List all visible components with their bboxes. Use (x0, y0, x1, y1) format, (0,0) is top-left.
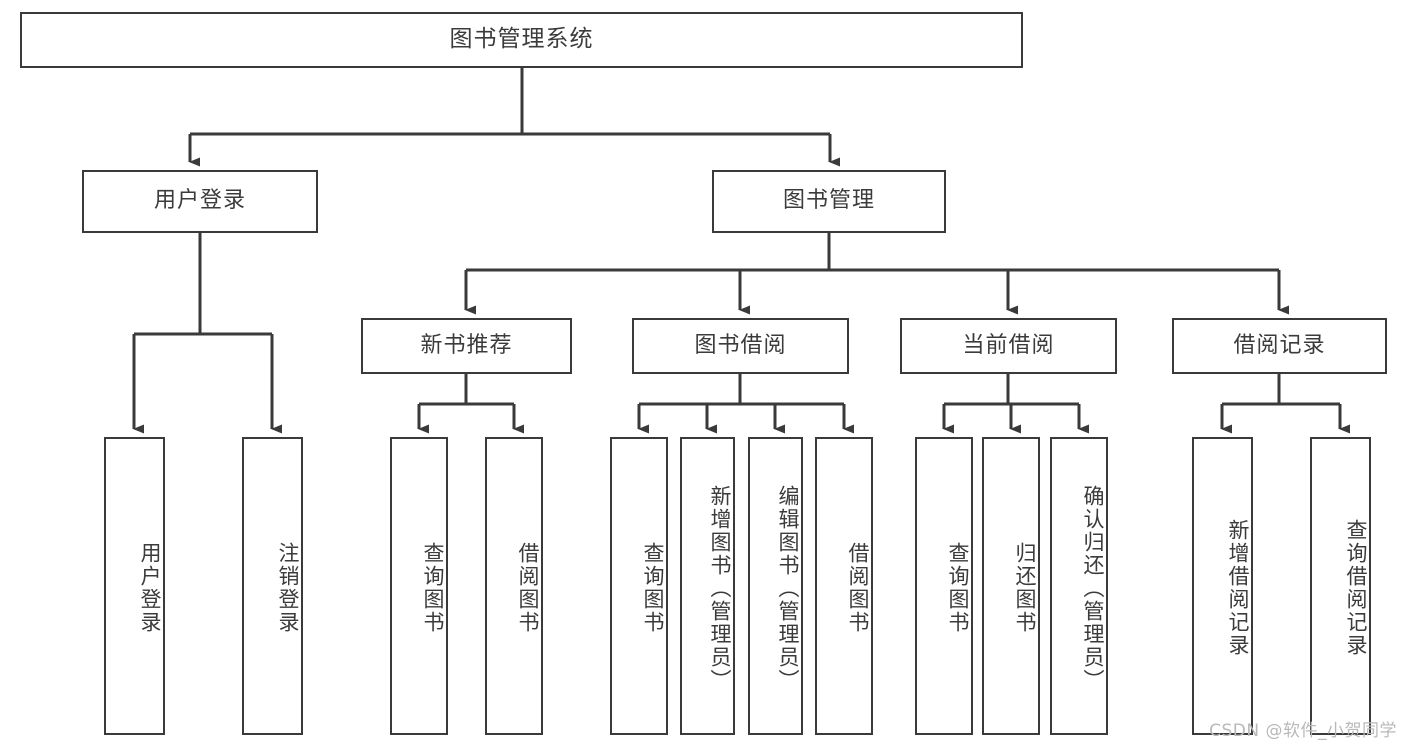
node-book-borrow[interactable]: 图书借阅 (632, 318, 849, 374)
leaf-label: 编辑图书（管理员） (776, 484, 800, 692)
leaf-label: 借阅图书 (516, 542, 540, 634)
leaf-label: 归还图书 (1013, 542, 1037, 634)
leaf-confirm-return-admin[interactable]: 确认归还（管理员） (1050, 437, 1108, 735)
leaf-label: 确认归还（管理员） (1081, 484, 1105, 692)
node-user-login[interactable]: 用户登录 (82, 170, 318, 233)
leaf-edit-book-admin[interactable]: 编辑图书（管理员） (748, 437, 803, 735)
leaf-label: 新增借阅记录 (1226, 519, 1250, 657)
leaf-borrow-book[interactable]: 借阅图书 (815, 437, 873, 735)
leaf-label: 用户登录 (138, 542, 162, 634)
leaf-query-borrow-record[interactable]: 查询借阅记录 (1310, 437, 1371, 735)
leaf-label: 查询借阅记录 (1344, 519, 1368, 657)
leaf-query-book-newbook[interactable]: 查询图书 (390, 437, 448, 735)
leaf-label: 借阅图书 (846, 542, 870, 634)
leaf-logout[interactable]: 注销登录 (242, 437, 303, 735)
leaf-label: 查询图书 (946, 542, 970, 634)
leaf-label: 查询图书 (421, 542, 445, 634)
node-book-management[interactable]: 图书管理 (712, 170, 946, 233)
leaf-label: 注销登录 (276, 542, 300, 634)
leaf-borrow-book-newbook[interactable]: 借阅图书 (485, 437, 543, 735)
leaf-query-book-borrow[interactable]: 查询图书 (610, 437, 668, 735)
csdn-watermark: CSDN @软件_小贺同学 (1209, 721, 1397, 741)
node-borrow-record[interactable]: 借阅记录 (1172, 318, 1387, 374)
leaf-add-borrow-record[interactable]: 新增借阅记录 (1192, 437, 1253, 735)
node-new-book-recommend[interactable]: 新书推荐 (361, 318, 572, 374)
leaf-user-login[interactable]: 用户登录 (104, 437, 165, 735)
leaf-add-book-admin[interactable]: 新增图书（管理员） (680, 437, 735, 735)
node-root-system[interactable]: 图书管理系统 (20, 12, 1023, 68)
leaf-return-book[interactable]: 归还图书 (982, 437, 1040, 735)
leaf-label: 查询图书 (641, 542, 665, 634)
node-current-borrow[interactable]: 当前借阅 (900, 318, 1117, 374)
leaf-query-book-current[interactable]: 查询图书 (915, 437, 973, 735)
leaf-label: 新增图书（管理员） (708, 484, 732, 692)
